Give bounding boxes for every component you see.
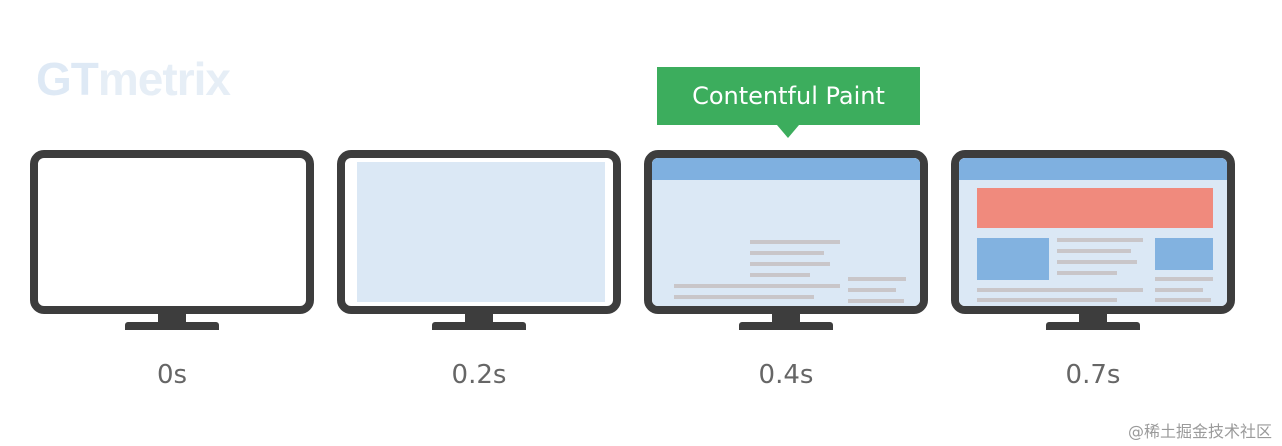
text-line	[848, 277, 906, 281]
gtmetrix-logo: GTmetrix	[36, 52, 231, 106]
monitor-frame-0.4s	[644, 150, 928, 314]
monitor-base-0.4s	[739, 322, 833, 330]
text-line	[1155, 298, 1211, 302]
watermark-text: @稀土掘金技术社区	[1127, 422, 1272, 441]
text-line	[750, 251, 824, 255]
text-line	[674, 295, 814, 299]
monitor-base-0.7s	[1046, 322, 1140, 330]
monitor-neck-0s	[158, 312, 186, 322]
monitor-neck-0.4s	[772, 312, 800, 322]
content-box-left	[977, 238, 1049, 280]
monitor-base-0.2s	[432, 322, 526, 330]
text-line	[1155, 288, 1203, 292]
time-label-0.4s: 0.4s	[758, 360, 814, 390]
text-line	[1057, 271, 1117, 275]
text-line	[1057, 249, 1131, 253]
header-bar	[959, 158, 1227, 180]
text-line	[1155, 277, 1213, 281]
page-background	[357, 162, 605, 302]
time-label-0.2s: 0.2s	[451, 360, 507, 390]
monitor-frame-0.7s	[951, 150, 1235, 314]
text-line	[848, 288, 896, 292]
text-line	[750, 273, 810, 277]
page-background	[652, 158, 920, 306]
text-line	[848, 299, 904, 303]
time-label-0s: 0s	[156, 360, 188, 390]
monitor-frame-0s	[30, 150, 314, 314]
monitor-neck-0.2s	[465, 312, 493, 322]
monitor-base-0s	[125, 322, 219, 330]
logo-part-metrix: metrix	[97, 53, 231, 105]
monitor-frame-0.2s	[337, 150, 621, 314]
time-label-0.7s: 0.7s	[1065, 360, 1121, 390]
text-line	[977, 298, 1117, 302]
logo-part-gt: GT	[36, 53, 99, 105]
page-background	[959, 158, 1227, 306]
text-line	[750, 240, 840, 244]
text-line	[1057, 238, 1143, 242]
text-line	[674, 284, 840, 288]
text-line	[1057, 260, 1137, 264]
contentful-paint-callout: Contentful Paint	[657, 67, 920, 138]
text-line	[750, 262, 830, 266]
callout-label: Contentful Paint	[692, 82, 885, 110]
text-line	[977, 288, 1143, 292]
content-box-right	[1155, 238, 1213, 270]
header-bar	[652, 158, 920, 180]
monitor-neck-0.7s	[1079, 312, 1107, 322]
hero-banner	[977, 188, 1213, 228]
